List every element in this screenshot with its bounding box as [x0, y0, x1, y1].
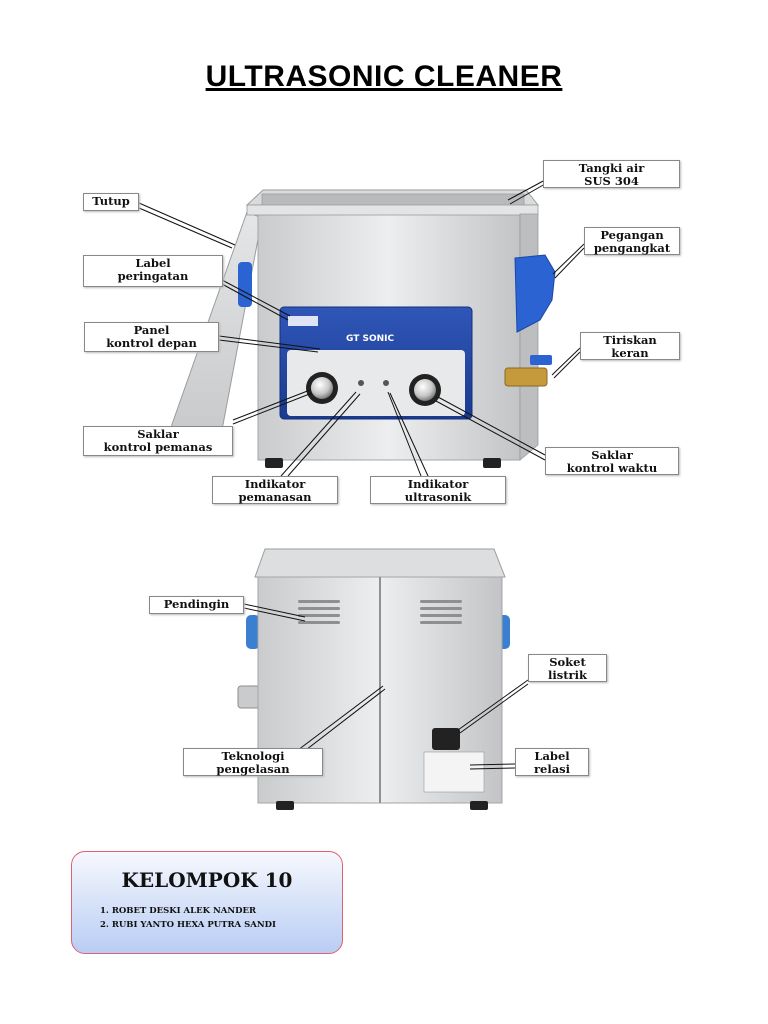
label-saklar-waktu: Saklar kontrol waktu: [545, 447, 679, 475]
front-leader-lines: [138, 179, 585, 477]
rating-label: [423, 751, 485, 793]
label-tiriskan-keran: Tiriskan keran: [580, 332, 680, 360]
label-indikator-pemanasan: Indikator pemanasan: [212, 476, 338, 504]
member-item: 2. RUBI YANTO HEXA PUTRA SANDI: [100, 920, 276, 930]
label-saklar-pemanas: Saklar kontrol pemanas: [83, 426, 233, 456]
drain-valve-lever: [530, 355, 552, 365]
label-peringatan: Label peringatan: [83, 255, 223, 287]
brand-label: GT SONIC: [346, 334, 395, 344]
right-handle: [514, 254, 556, 333]
group-box: KELOMPOK 10 1. ROBET DESKI ALEK NANDER 2…: [71, 851, 343, 954]
heating-indicator-light: [358, 380, 364, 386]
foot: [265, 458, 283, 468]
lid: [169, 211, 263, 431]
label-panel-kontrol: Panel kontrol depan: [84, 322, 219, 352]
foot: [483, 458, 501, 468]
tank-opening: [261, 193, 525, 207]
label-tangki: Tangki air SUS 304: [543, 160, 680, 188]
label-relasi: Label relasi: [515, 748, 589, 776]
back-lid: [254, 548, 506, 578]
label-pendingin: Pendingin: [149, 596, 244, 614]
label-tutup: Tutup: [83, 193, 139, 211]
back-leader-lines: [243, 603, 529, 770]
warning-icons: [288, 316, 318, 326]
label-indikator-ultrasonik: Indikator ultrasonik: [370, 476, 506, 504]
tank-front-rim: [246, 204, 539, 216]
ultrasonic-indicator-light: [383, 380, 389, 386]
vent-right: [420, 600, 462, 624]
foot: [276, 801, 294, 810]
member-item: 1. ROBET DESKI ALEK NANDER: [100, 906, 257, 916]
group-title: KELOMPOK 10: [121, 868, 293, 892]
front-unit: GT SONIC: [169, 189, 556, 468]
tank-side: [519, 213, 539, 461]
heater-knob-cap: [311, 377, 333, 399]
back-valve: [237, 685, 261, 709]
foot: [470, 801, 488, 810]
power-socket: [432, 728, 460, 750]
label-soket-listrik: Soket listrik: [528, 654, 607, 682]
back-left-handle: [246, 615, 260, 649]
label-teknologi-pengelasan: Teknologi pengelasan: [183, 748, 323, 776]
drain-valve: [504, 367, 548, 387]
member-list: 1. ROBET DESKI ALEK NANDER 2. RUBI YANTO…: [100, 906, 276, 934]
vent-left: [298, 600, 340, 624]
page-title: ULTRASONIC CLEANER: [205, 60, 563, 93]
timer-knob-cap: [414, 379, 436, 401]
left-handle: [238, 262, 252, 307]
label-pegangan: Pegangan pengangkat: [584, 227, 680, 255]
